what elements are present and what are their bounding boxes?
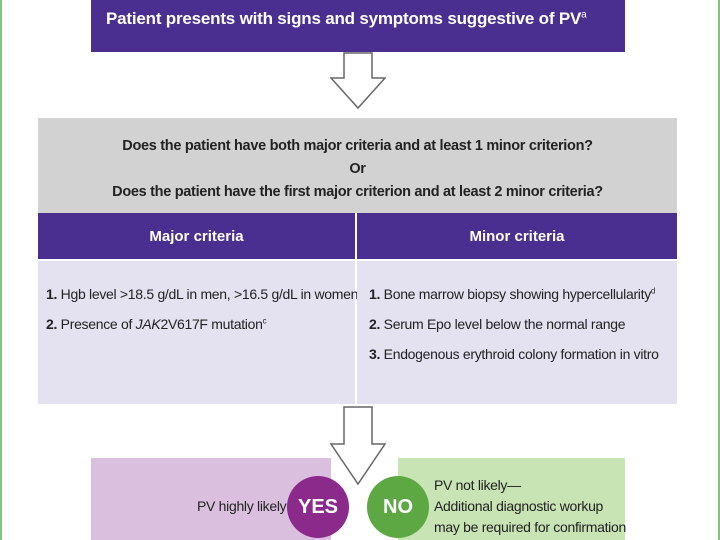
not-likely-line-1: PV not likely— [434, 477, 521, 493]
minor-criterion-3-number: 3. [369, 346, 381, 362]
criteria-row: 1. Hgb level >18.5 g/dL in men, >16.5 g/… [38, 261, 677, 404]
major-criterion-1: 1. Hgb level >18.5 g/dL in men, >16.5 g/… [46, 286, 363, 302]
minor-criterion-1-number: 1. [369, 286, 381, 302]
major-criterion-2-number: 2. [46, 316, 58, 332]
not-likely-line-3: may be required for confirmation [434, 519, 626, 535]
minor-criterion-1-footnote: d [650, 286, 656, 296]
major-criterion-2: 2. Presence of JAK2V617F mutationc [46, 316, 355, 332]
major-criterion-1-text: Hgb level >18.5 g/dL in men, >16.5 g/dL … [60, 286, 359, 302]
minor-criterion-2: 2. Serum Epo level below the normal rang… [369, 316, 677, 332]
major-criteria-header: Major criteria [38, 213, 357, 259]
question-line-1: Does the patient have both major criteri… [122, 138, 593, 154]
minor-criterion-3-text: Endogenous erythroid colony formation in… [383, 346, 659, 362]
presentation-footnote: a [581, 9, 587, 21]
question-line-2: Does the patient have the first major cr… [112, 184, 603, 200]
down-arrow-icon [330, 52, 386, 110]
minor-criteria-list: 1. Bone marrow biopsy showing hypercellu… [357, 261, 677, 404]
minor-criterion-3: 3. Endogenous erythroid colony formation… [369, 346, 677, 362]
presentation-box: Patient presents with signs and symptoms… [91, 0, 625, 52]
pv-not-likely-box [398, 458, 625, 540]
pv-likely-text: PV highly likely [197, 498, 287, 514]
not-likely-line-2: Additional diagnostic workup [434, 498, 604, 514]
major-criterion-2-text: Presence of JAK2V617F mutation [60, 316, 263, 332]
question-or: Or [349, 161, 366, 177]
pv-not-likely-text: PV not likely— Additional diagnostic wor… [434, 475, 626, 538]
criteria-question-box: Does the patient have both major criteri… [38, 118, 677, 213]
minor-criterion-1-text: Bone marrow biopsy showing hypercellular… [383, 286, 652, 302]
major-criterion-2-footnote: c [262, 316, 267, 326]
major-criteria-list: 1. Hgb level >18.5 g/dL in men, >16.5 g/… [38, 261, 363, 404]
minor-criterion-2-number: 2. [369, 316, 381, 332]
minor-criterion-1: 1. Bone marrow biopsy showing hypercellu… [369, 286, 677, 302]
minor-criterion-2-text: Serum Epo level below the normal range [383, 316, 626, 332]
presentation-text: Patient presents with signs and symptoms… [106, 9, 582, 28]
criteria-header-row: Major criteria Minor criteria [38, 213, 677, 259]
major-criterion-1-number: 1. [46, 286, 58, 302]
minor-criteria-header: Minor criteria [357, 213, 677, 259]
down-arrow-icon-2 [329, 406, 387, 486]
no-circle: NO [367, 476, 429, 538]
yes-circle: YES [287, 476, 349, 538]
